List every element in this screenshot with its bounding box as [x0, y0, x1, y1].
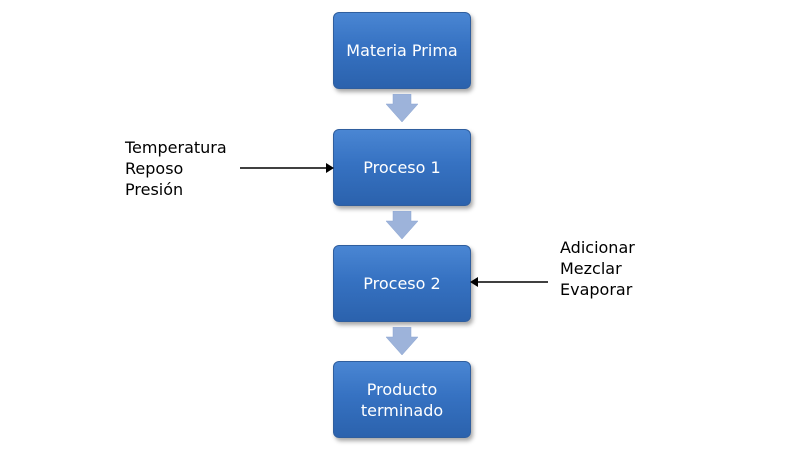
proceso-2-inputs: Adicionar Mezclar Evaporar	[560, 237, 635, 300]
input-label: Adicionar	[560, 238, 635, 257]
input-label: Evaporar	[560, 280, 633, 299]
input-label: Temperatura	[125, 138, 227, 157]
proceso-1-inputs: Temperatura Reposo Presión	[125, 137, 227, 200]
down-arrow-icon	[386, 94, 418, 122]
node-label: Proceso 1	[363, 158, 441, 177]
node-label: Producto terminado	[360, 379, 444, 420]
node-proceso-2: Proceso 2	[333, 245, 471, 322]
down-arrow-icon	[386, 211, 418, 239]
right-arrow-icon	[240, 163, 334, 173]
node-materia-prima: Materia Prima	[333, 12, 471, 89]
down-arrow-icon	[386, 327, 418, 355]
node-label: Materia Prima	[346, 41, 458, 60]
node-proceso-1: Proceso 1	[333, 129, 471, 206]
input-label: Mezclar	[560, 259, 622, 278]
input-label: Reposo	[125, 159, 184, 178]
input-label: Presión	[125, 180, 184, 199]
node-label: Proceso 2	[363, 274, 441, 293]
left-arrow-icon	[470, 277, 548, 287]
node-producto-terminado: Producto terminado	[333, 361, 471, 438]
